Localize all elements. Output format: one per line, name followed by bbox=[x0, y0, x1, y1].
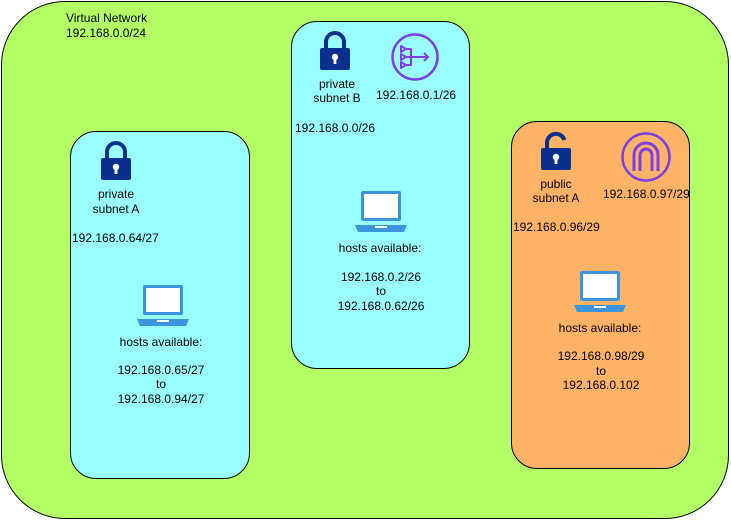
subnet-a-range-end: 192.168.0.94/27 bbox=[117, 392, 205, 406]
subnet-a-label-line1: private bbox=[97, 187, 135, 201]
subnet-a-cidr: 192.168.0.64/27 bbox=[72, 231, 159, 245]
laptop-icon bbox=[137, 285, 189, 326]
public-a-label-line2: subnet A bbox=[532, 191, 580, 205]
laptop-icon bbox=[355, 191, 407, 232]
lock-icon bbox=[101, 141, 131, 180]
unlock-icon bbox=[541, 131, 571, 170]
vnet-title: Virtual Network bbox=[66, 11, 148, 25]
public-a-range-to: to bbox=[595, 364, 606, 378]
public-a-range-end: 192.168.0.102 bbox=[562, 378, 640, 392]
subnet-b-range-start: 192.168.0.2/26 bbox=[340, 270, 422, 284]
subnet-a-hosts-label: hosts available: bbox=[119, 335, 203, 349]
subnet-a-label-line2: subnet A bbox=[92, 202, 140, 216]
public-a-range-start: 192.168.0.98/29 bbox=[557, 349, 645, 363]
subnet-b-range-end: 192.168.0.62/26 bbox=[337, 299, 425, 313]
subnet-a-range-to: to bbox=[155, 377, 166, 391]
laptop-icon bbox=[574, 271, 626, 312]
subnet-b-hosts-label: hosts available: bbox=[338, 241, 422, 255]
nat-gateway-icon bbox=[391, 33, 439, 81]
vnet-cidr: 192.168.0.0/24 bbox=[66, 26, 147, 40]
subnet-b-label-line2: subnet B bbox=[313, 91, 361, 105]
internet-gateway-icon bbox=[621, 132, 671, 182]
public-a-gateway-ip: 192.168.0.97/29 bbox=[603, 187, 690, 201]
public-a-cidr: 192.168.0.96/29 bbox=[513, 220, 600, 234]
lock-icon bbox=[320, 31, 350, 70]
public-a-hosts-label: hosts available: bbox=[558, 321, 642, 335]
subnet-a-range-start: 192.168.0.65/27 bbox=[117, 363, 205, 377]
public-a-label-line1: public bbox=[540, 177, 572, 191]
subnet-b-cidr: 192.168.0.0/26 bbox=[295, 121, 376, 135]
subnet-b-label-line1: private bbox=[318, 77, 356, 91]
subnet-b-gateway-ip: 192.168.0.1/26 bbox=[376, 88, 457, 102]
subnet-b-range-to: to bbox=[375, 284, 386, 298]
